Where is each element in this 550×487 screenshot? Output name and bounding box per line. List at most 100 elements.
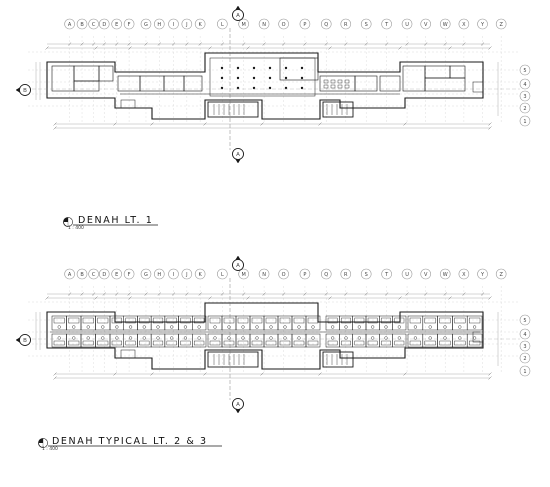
dimension-tick bbox=[488, 122, 492, 126]
grid-bubble bbox=[401, 18, 413, 30]
section-bubble bbox=[232, 259, 244, 271]
fixture-mark bbox=[101, 336, 105, 340]
dimension-top bbox=[47, 292, 490, 296]
fixture-mark bbox=[183, 325, 188, 329]
fixture-mark bbox=[269, 336, 273, 340]
plan-lt1 bbox=[20, 28, 520, 150]
dimension-bottom bbox=[53, 122, 492, 126]
grid-letter: G bbox=[144, 22, 148, 28]
grid-bubble bbox=[154, 18, 165, 30]
grid-letter: E bbox=[115, 272, 118, 278]
grid-bubble bbox=[360, 268, 372, 280]
dimension-tick bbox=[384, 42, 389, 46]
fixture-mark bbox=[197, 336, 201, 340]
grid-letter: S bbox=[365, 22, 368, 28]
grid-letter: I bbox=[173, 22, 174, 28]
room-outline bbox=[183, 75, 203, 92]
dimension-tick bbox=[113, 122, 117, 126]
dimension-tick bbox=[324, 42, 328, 46]
grid-bubble bbox=[439, 268, 451, 280]
stair-core bbox=[120, 349, 136, 359]
dimension-tick bbox=[208, 296, 212, 300]
grid-letter: L bbox=[221, 272, 224, 278]
room-outline bbox=[73, 65, 100, 82]
grid-bubble bbox=[458, 18, 470, 30]
grid-letter: U bbox=[405, 272, 409, 278]
stair-core bbox=[322, 101, 354, 118]
fixture-mark bbox=[156, 336, 160, 340]
grid-bubble bbox=[111, 18, 122, 30]
grid-letter: Z bbox=[499, 22, 503, 28]
column-dot bbox=[220, 86, 224, 90]
grid-bubble bbox=[519, 64, 531, 76]
table-mark bbox=[323, 84, 329, 89]
column-dot bbox=[252, 66, 256, 70]
dimension-bottom-total bbox=[53, 376, 492, 380]
dimension-tick bbox=[203, 372, 207, 376]
dimension-tick bbox=[171, 292, 176, 296]
grid-letter: Q bbox=[324, 22, 328, 28]
dimension-tick bbox=[157, 292, 161, 296]
bathroom-outline bbox=[68, 317, 80, 324]
bathroom-outline bbox=[439, 340, 451, 346]
grid-number: 4 bbox=[523, 332, 526, 338]
grid-bubble bbox=[64, 268, 75, 280]
fixture-mark bbox=[142, 325, 146, 329]
dimension-tick bbox=[403, 122, 407, 126]
fixture-mark bbox=[344, 325, 348, 329]
column-dot bbox=[284, 86, 288, 90]
grid-bubble bbox=[278, 268, 289, 280]
dimension-tick bbox=[448, 296, 452, 300]
fixture-mark bbox=[371, 325, 375, 329]
bathroom-outline bbox=[125, 317, 136, 324]
dimension-tick bbox=[45, 296, 49, 300]
grid-bubble bbox=[88, 18, 99, 30]
grid-bubble bbox=[439, 18, 451, 30]
bathroom-outline bbox=[82, 317, 94, 324]
dimension-tick bbox=[246, 46, 250, 50]
grid-bubble bbox=[495, 18, 507, 30]
bathroom-outline bbox=[194, 317, 205, 324]
grid-letter: R bbox=[344, 22, 348, 28]
dimension-tick bbox=[262, 292, 266, 296]
room-outline bbox=[319, 75, 356, 92]
fixture-mark bbox=[183, 336, 188, 340]
bathroom-outline bbox=[469, 340, 481, 346]
dimension-tick bbox=[45, 46, 49, 50]
column-dot bbox=[284, 76, 288, 80]
room-outline bbox=[163, 75, 185, 92]
grid-bubble bbox=[258, 18, 270, 30]
bathroom-outline bbox=[180, 317, 191, 324]
grid-bubble bbox=[519, 352, 531, 364]
bathroom-outline bbox=[293, 340, 305, 346]
grid-bubble bbox=[519, 78, 531, 90]
grid-letter: O bbox=[282, 22, 286, 28]
section-label: B bbox=[23, 88, 27, 94]
dimension-top-sub bbox=[45, 296, 492, 300]
dimension-tick bbox=[488, 372, 492, 376]
grid-bubble bbox=[519, 90, 531, 102]
grid-bubble bbox=[320, 18, 332, 30]
grid-number: 2 bbox=[523, 106, 526, 112]
grid-bubble bbox=[88, 268, 99, 280]
bathroom-outline bbox=[354, 340, 365, 346]
grid-bubble bbox=[519, 365, 531, 377]
dimension-tick bbox=[53, 372, 57, 376]
dimension-tick bbox=[113, 372, 117, 376]
grid-bubble bbox=[154, 268, 165, 280]
dimension-tick bbox=[424, 292, 428, 296]
column-dot bbox=[300, 76, 304, 80]
fixture-mark bbox=[283, 336, 287, 340]
fixture-mark bbox=[227, 336, 231, 340]
grid-bubble bbox=[278, 18, 289, 30]
title-marker-typical bbox=[38, 438, 222, 448]
grid-bubble bbox=[519, 102, 531, 114]
bathroom-outline bbox=[223, 317, 235, 324]
grid-letter: G bbox=[144, 272, 148, 278]
stair-core bbox=[207, 101, 259, 118]
dimension-tick bbox=[198, 42, 202, 46]
fixture-mark bbox=[428, 325, 432, 329]
grid-letter: H bbox=[157, 272, 161, 278]
section-mark-top: A bbox=[232, 255, 244, 271]
grid-letter: F bbox=[128, 22, 131, 28]
